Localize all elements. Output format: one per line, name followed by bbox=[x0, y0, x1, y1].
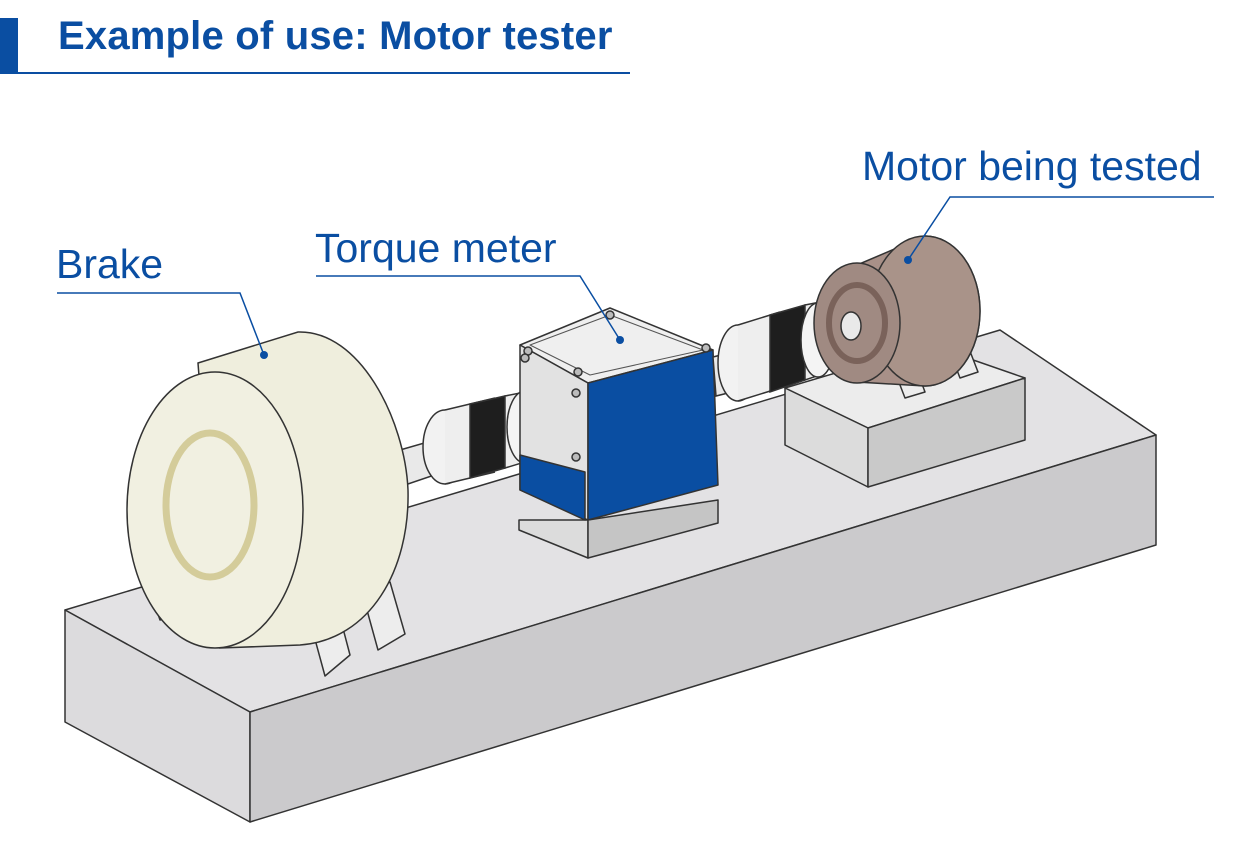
coupling-motor-side bbox=[717, 301, 836, 402]
brake-body bbox=[126, 331, 409, 649]
brake-leader bbox=[57, 292, 265, 356]
title-underline bbox=[18, 72, 630, 74]
page-title: Example of use: Motor tester bbox=[58, 14, 613, 58]
torque-meter-body bbox=[519, 307, 719, 521]
motor-body bbox=[813, 235, 981, 387]
motor-label: Motor being tested bbox=[862, 143, 1202, 189]
title-accent-bar bbox=[0, 18, 18, 74]
meter-pedestal bbox=[518, 499, 719, 559]
leader-lines bbox=[57, 196, 1214, 359]
motor-leader bbox=[907, 196, 1214, 261]
brake-label: Brake bbox=[56, 241, 164, 287]
torque-meter-label: Torque meter bbox=[315, 225, 557, 271]
torque-meter-leader bbox=[316, 275, 621, 341]
base-side bbox=[249, 434, 1157, 823]
